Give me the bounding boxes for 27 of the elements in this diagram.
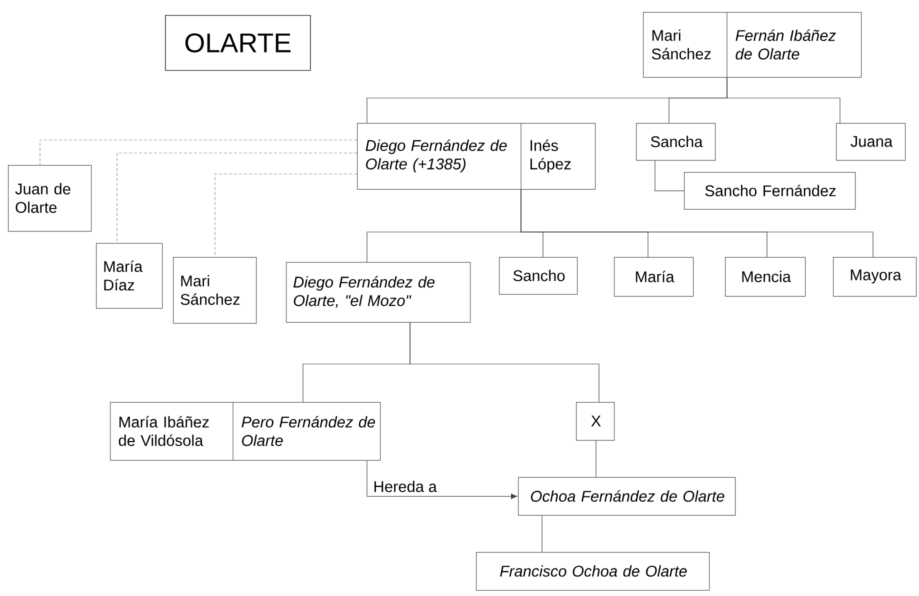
- person-box: Ochoa Fernández de Olarte: [518, 477, 736, 516]
- couple-box: María Ibáñez de Vildósola Pero Fernández de Olarte: [110, 402, 381, 461]
- person-box: X: [576, 402, 615, 441]
- person-box: Sancho Fernández: [684, 172, 856, 210]
- person-box: Francisco Ochoa de Olarte: [476, 552, 710, 591]
- connector-line: [116, 152, 358, 244]
- person-box: María: [614, 257, 694, 297]
- connector-line: [520, 189, 874, 258]
- person-box: Mari Sánchez: [173, 257, 257, 324]
- connector-line: [654, 160, 684, 192]
- person-box: Juan de Olarte: [8, 165, 92, 232]
- connector-line: [214, 174, 358, 258]
- title-box: OLARTE: [165, 15, 311, 71]
- person-box: Mencia: [725, 257, 806, 297]
- connector-line: [40, 140, 358, 166]
- person-box: Sancho: [499, 257, 578, 295]
- person-box: Sancha: [636, 123, 716, 161]
- arrow: [366, 460, 518, 500]
- person-box: Juana: [836, 123, 906, 161]
- person-box: Diego Fernández de Olarte, "el Mozo": [286, 262, 471, 323]
- couple-box: Diego Fernández de Olarte (+1385) Inés López: [357, 122, 596, 190]
- connector-line: [410, 322, 600, 402]
- edge-label: Hereda a: [372, 480, 438, 494]
- couple-box: Mari Sánchez Fernán Ibáñez de Olarte: [643, 12, 862, 78]
- connector-line: [726, 77, 840, 124]
- person-box: María Díaz: [96, 243, 163, 309]
- person-box: Mayora: [833, 257, 917, 297]
